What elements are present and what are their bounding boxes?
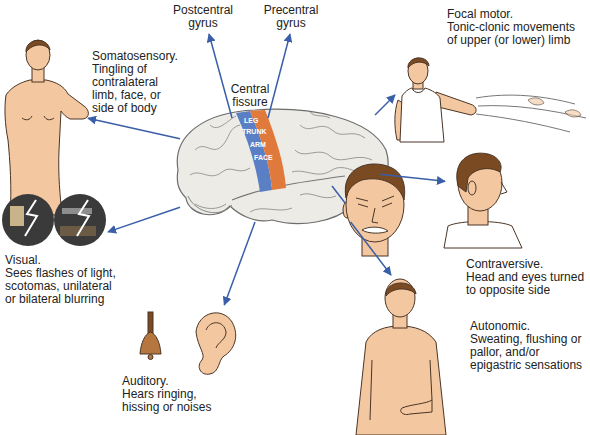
- head-turned-figure: [457, 153, 501, 192]
- focal-motor-figure: [528, 98, 544, 105]
- symptom-heading: Focal motor.: [447, 8, 590, 21]
- symptom-group: Contraversive.Head and eyes turned to op…: [445, 148, 530, 248]
- symptom-text: Tonic-clonic movements of upper (or lowe…: [447, 21, 587, 47]
- grimacing-face: [356, 196, 394, 207]
- body-region-label: LEG: [244, 117, 258, 125]
- autonomic-figure: [385, 279, 415, 317]
- bell-and-ear: [140, 332, 161, 354]
- autonomic-figure: [356, 279, 446, 435]
- brain: [295, 150, 372, 160]
- head-turned-figure: [444, 153, 522, 248]
- brain: [190, 168, 250, 176]
- focal-motor-figure: [395, 58, 586, 142]
- bell-and-ear: [196, 313, 236, 374]
- symptom-heading: Somatosensory.: [92, 50, 242, 63]
- symptom-heading: Visual.: [5, 254, 155, 267]
- visual-image: [2, 194, 106, 246]
- autonomic-figure: [401, 400, 432, 415]
- focal-motor-figure: [565, 110, 581, 117]
- autonomic-figure: [356, 326, 446, 435]
- somatosensory-figure: [26, 40, 50, 52]
- brain: [195, 125, 240, 150]
- connector-arrow: [108, 207, 180, 232]
- anatomy-label: Postcentral gyrus: [170, 4, 236, 30]
- gyrus-pointer: [209, 34, 232, 118]
- body-region-label: FACE: [254, 154, 273, 162]
- body-region-label: ARM: [250, 141, 266, 149]
- focal-motor-figure: [476, 95, 575, 104]
- brain: [195, 204, 226, 209]
- brain: [300, 125, 365, 138]
- autonomic-figure: [386, 283, 416, 296]
- focal-motor-figure: [408, 58, 429, 68]
- gyrus-pointer: [209, 34, 352, 212]
- symptom-group: Somatosensory.Tingling of contralateral …: [2, 40, 88, 215]
- symptom-text: Head and eyes turned to opposite side: [466, 271, 590, 297]
- visual-image: [2, 194, 54, 246]
- symptom-text: Sees flashes of light, scotomas, unilate…: [5, 267, 123, 306]
- somatosensory-figure: [5, 40, 88, 215]
- grimacing-face: [372, 208, 378, 223]
- anatomy-label: Precentral gyrus: [258, 4, 324, 30]
- connector-arrow: [380, 174, 445, 181]
- somatosensory-figure: [22, 116, 54, 120]
- grimacing-face: [362, 227, 388, 233]
- body-region-label: TRUNK: [242, 128, 267, 136]
- brain: [250, 208, 292, 212]
- symptom-text: Sweating, flushing or pallor, and/or epi…: [470, 333, 590, 372]
- symptom-text: Hears ringing, hissing or noises: [122, 388, 232, 414]
- bell-and-ear: [148, 312, 153, 334]
- focal-motor-figure: [408, 58, 428, 84]
- visual-image: [77, 200, 89, 236]
- bell-and-ear: [140, 312, 236, 374]
- symptom-heading: Autonomic.: [470, 320, 590, 333]
- visual-image: [10, 206, 24, 226]
- connector-arrow: [351, 222, 391, 275]
- connector-arrow: [88, 118, 180, 139]
- focal-motor-figure: [400, 88, 444, 142]
- symptom-heading: Contraversive.: [466, 258, 590, 271]
- visual-image: [62, 208, 92, 214]
- brain-map: LEG TRUNK ARM FACE: [180, 115, 380, 222]
- symptom-text: Tingling of contralateral limb, face, or…: [92, 63, 178, 115]
- head-turned-figure: [501, 182, 507, 194]
- grimacing-face: [343, 164, 405, 256]
- symptom-group: Auditory.Hears ringing, hissing or noise…: [138, 305, 238, 373]
- connector-arrow: [224, 222, 255, 305]
- focal-motor-figure: [476, 114, 570, 132]
- brain: [300, 194, 336, 198]
- visual-image: [25, 200, 37, 236]
- symptom-group: Focal motor.Tonic-clonic movements of up…: [395, 55, 590, 140]
- brain: [232, 176, 345, 200]
- brain: [188, 196, 232, 213]
- symptom-group: Visual.Sees flashes of light, scotomas, …: [0, 192, 108, 247]
- somatosensory-figure: [26, 40, 50, 70]
- head-turned-figure: [468, 181, 476, 195]
- visual-image: [54, 194, 106, 246]
- bell-and-ear: [206, 323, 226, 348]
- grimacing-face: [345, 164, 404, 200]
- brain: [310, 112, 330, 118]
- gyrus-pointer: [268, 34, 290, 118]
- autonomic-figure: [370, 360, 432, 420]
- bell-and-ear: [148, 355, 153, 360]
- symptom-heading: Auditory.: [122, 375, 272, 388]
- anatomy-label: Central fissure: [224, 83, 276, 109]
- symptom-group: Autonomic.Sweating, flushing or pallor, …: [365, 275, 455, 435]
- connector-arrow: [375, 95, 395, 115]
